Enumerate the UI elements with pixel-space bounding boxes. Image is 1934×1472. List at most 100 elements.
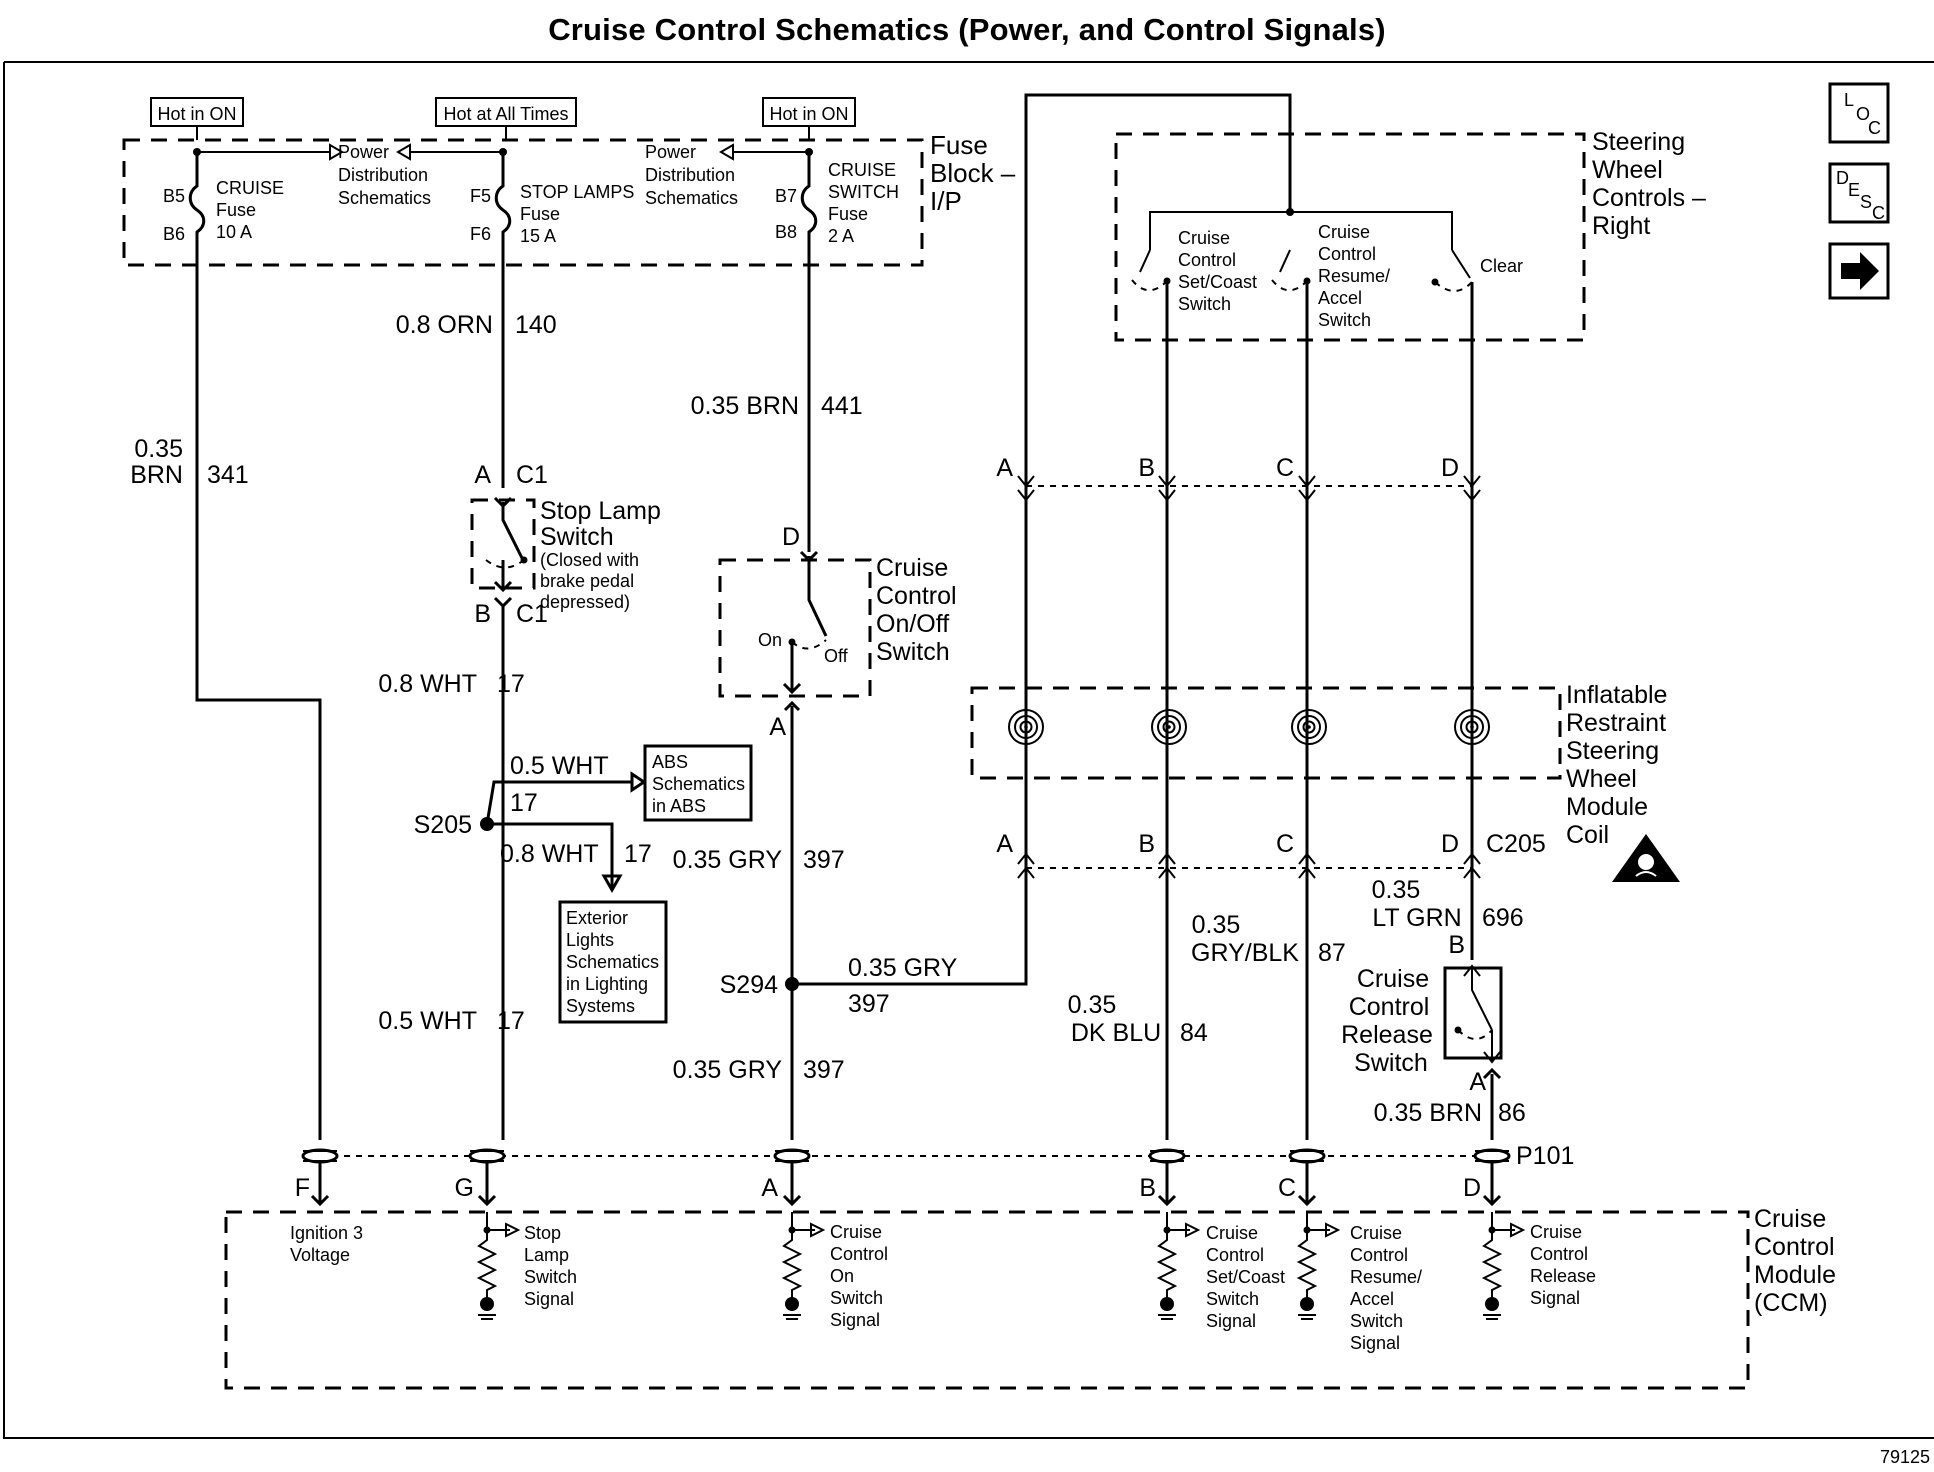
next-button[interactable]: [1828, 242, 1890, 300]
svg-text:Power: Power: [338, 142, 389, 162]
svg-text:Ignition 3: Ignition 3: [290, 1223, 363, 1243]
svg-text:Systems: Systems: [566, 996, 635, 1016]
svg-text:Signal: Signal: [1350, 1333, 1400, 1353]
svg-text:2 A: 2 A: [828, 226, 854, 246]
svg-text:C205: C205: [1486, 830, 1546, 858]
stop-lamps-fuse: F5 F6 STOP LAMPS Fuse 15 A: [470, 152, 634, 246]
steering-controls-label: Steering Wheel Controls – Right: [1592, 128, 1706, 240]
svg-text:(Closed with: (Closed with: [540, 550, 639, 570]
svg-text:Cruise: Cruise: [1206, 1223, 1258, 1243]
svg-text:Off: Off: [824, 646, 849, 666]
wire-397-number-a: 397: [803, 846, 845, 874]
p101-pin-labels: F G A B C D: [295, 1174, 1481, 1202]
wire-397-label-a: 0.35 GRY: [673, 846, 783, 874]
wire-397-to-coil: [792, 470, 1028, 986]
svg-text:341: 341: [207, 461, 249, 489]
steering-controls-outline: [1114, 132, 1586, 342]
svg-text:Fuse: Fuse: [216, 200, 256, 220]
svg-text:A: A: [769, 713, 786, 741]
svg-text:Control: Control: [1178, 250, 1236, 270]
wire-17-number-a: 17: [497, 670, 525, 698]
desc-button[interactable]: D E S C: [1828, 162, 1890, 224]
svg-text:Voltage: Voltage: [290, 1245, 350, 1265]
wire-397-label-c: 0.35 GRY: [673, 1056, 783, 1084]
svg-text:Schematics: Schematics: [652, 774, 745, 794]
power-tag-hot-in-on-2: Hot in ON: [762, 97, 856, 127]
svg-text:Resume/: Resume/: [1318, 266, 1390, 286]
exterior-lights-ref: Exterior Lights Schematics in Lighting S…: [558, 900, 668, 1024]
svg-text:Hot at All Times: Hot at All Times: [443, 104, 568, 124]
svg-text:0.35: 0.35: [1068, 991, 1117, 1019]
svg-text:Clear: Clear: [1480, 256, 1523, 276]
p101-pin-c-icon: [1288, 1148, 1326, 1164]
wire-397-number-c: 397: [803, 1056, 845, 1084]
set-coast-switch: Cruise Control Set/Coast Switch: [1131, 228, 1257, 314]
power-dist-ref-2: Power Distribution Schematics: [645, 142, 738, 208]
diagram-id: 79125: [1880, 1447, 1930, 1467]
svg-text:STOP LAMPS: STOP LAMPS: [520, 182, 634, 202]
inflatable-restraint-coil-outline: [970, 686, 1562, 780]
svg-text:Control: Control: [1754, 1233, 1835, 1261]
wire-84-label: 0.35 DK BLU 84: [1068, 991, 1208, 1047]
power-tag-hot-at-all-times: Hot at All Times: [435, 97, 577, 127]
svg-text:A: A: [761, 1174, 778, 1202]
svg-text:Switch: Switch: [524, 1267, 577, 1287]
svg-text:Switch: Switch: [1318, 310, 1371, 330]
svg-text:A: A: [996, 830, 1013, 858]
svg-text:C: C: [1872, 203, 1885, 223]
svg-text:C: C: [1276, 454, 1294, 482]
svg-text:Signal: Signal: [830, 1310, 880, 1330]
loc-button[interactable]: L O C: [1828, 82, 1890, 144]
ccm-label: Cruise Control Module (CCM): [1754, 1205, 1836, 1317]
cruise-switch-fuse: B7 B8 CRUISE SWITCH Fuse 2 A: [775, 152, 899, 246]
coil-a-icon: [1008, 709, 1044, 745]
svg-text:CRUISE: CRUISE: [828, 160, 896, 180]
svg-text:GRY/BLK: GRY/BLK: [1191, 939, 1299, 967]
svg-text:Hot in ON: Hot in ON: [157, 104, 236, 124]
ccm-on-switch-input: Cruise Control On Switch Signal: [781, 1212, 888, 1330]
svg-text:Signal: Signal: [1530, 1288, 1580, 1308]
svg-text:depressed): depressed): [540, 592, 630, 612]
svg-text:D: D: [1463, 1174, 1481, 1202]
svg-text:in ABS: in ABS: [652, 796, 706, 816]
svg-text:Schematics: Schematics: [338, 188, 431, 208]
svg-text:F5: F5: [470, 186, 491, 206]
svg-text:B: B: [1448, 931, 1465, 959]
wire-86: [1482, 1067, 1502, 1140]
wire-397: [783, 700, 801, 1140]
svg-text:A: A: [1469, 1068, 1486, 1096]
wire-17-number-d: 17: [497, 1007, 525, 1035]
svg-text:I/P: I/P: [930, 186, 962, 216]
svg-text:Module: Module: [1566, 793, 1648, 821]
svg-text:Control: Control: [1350, 1245, 1408, 1265]
svg-text:F6: F6: [470, 224, 491, 244]
fuse-block-outline: [122, 138, 924, 267]
svg-text:Distribution: Distribution: [338, 165, 428, 185]
svg-text:ABS: ABS: [652, 752, 688, 772]
svg-text:Cruise: Cruise: [1530, 1222, 1582, 1242]
wire-140-label: 0.8 ORN: [396, 311, 493, 339]
svg-text:Exterior: Exterior: [566, 908, 628, 928]
svg-text:Module: Module: [1754, 1261, 1836, 1289]
svg-text:B7: B7: [775, 186, 797, 206]
page-frame: [3, 61, 1934, 1439]
svg-text:Resume/: Resume/: [1350, 1267, 1422, 1287]
svg-text:S: S: [1860, 192, 1872, 212]
svg-text:E: E: [1848, 180, 1860, 200]
svg-text:Cruise: Cruise: [876, 554, 948, 582]
coil-d-icon: [1454, 709, 1490, 745]
wire-341: [195, 242, 322, 1140]
fuse-block-label: Fuse Block – I/P: [930, 130, 1016, 216]
splice-s294-label: S294: [720, 971, 778, 999]
svg-text:On: On: [758, 630, 782, 650]
svg-text:Signal: Signal: [1206, 1311, 1256, 1331]
svg-text:Cruise: Cruise: [1178, 228, 1230, 248]
wire-441-label: 0.35 BRN: [691, 392, 799, 420]
svg-text:F: F: [295, 1174, 310, 1202]
svg-text:Right: Right: [1592, 212, 1650, 240]
svg-text:Release: Release: [1530, 1266, 1596, 1286]
svg-text:Control: Control: [830, 1244, 888, 1264]
cruise-control-release-switch: B Cruise Control Release Switch A: [1341, 931, 1503, 1096]
svg-text:Control: Control: [1318, 244, 1376, 264]
steering-controls-feed: [1024, 93, 1292, 470]
